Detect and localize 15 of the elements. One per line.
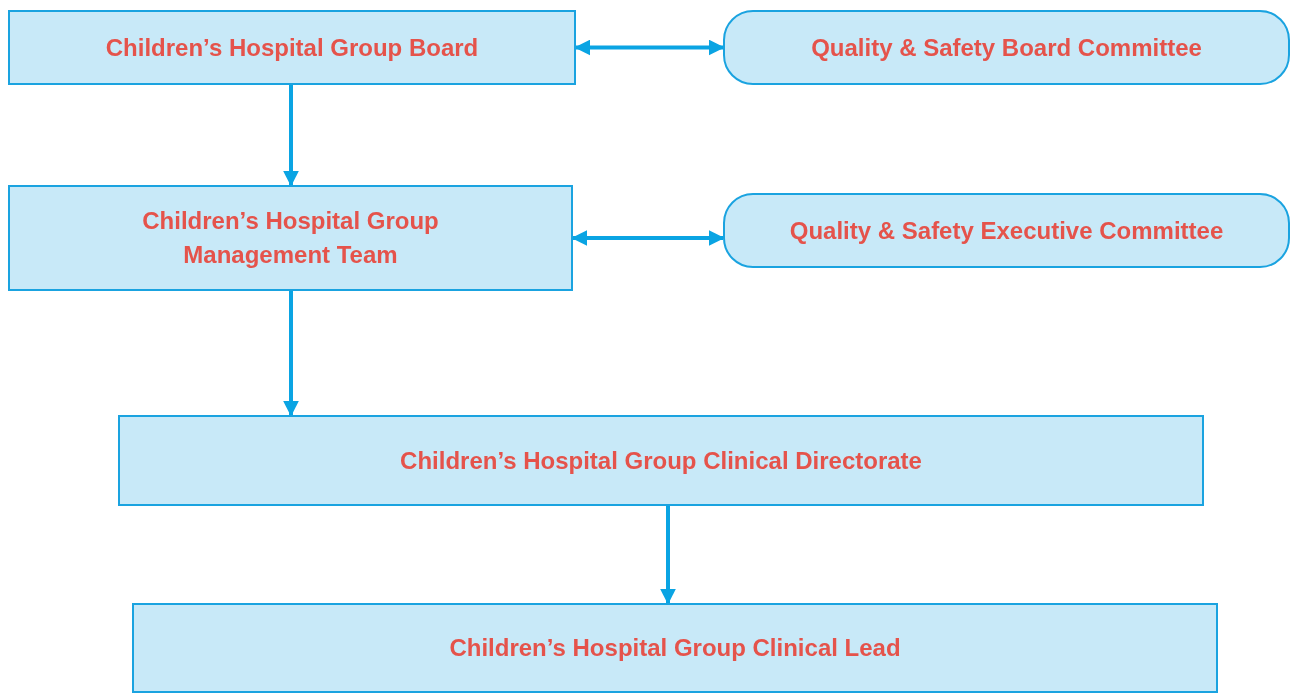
committee-box [723,193,1290,268]
node-label: Quality & Safety Executive Committee [788,215,1225,246]
node-label: Quality & Safety Board Committee [810,32,1203,63]
process-box [132,603,1218,693]
node-label: Children’s Hospital Group Clinical Directorate [399,445,923,476]
arrow [283,291,299,417]
node-label: Children’s Hospital Group Board [104,32,480,63]
committee-box [723,10,1290,85]
process-box [8,10,576,85]
process-box [118,415,1204,506]
process-box [8,185,573,291]
node-label: Children’s Hospital Group Management Team [141,206,440,270]
arrow [660,506,676,605]
node-label: Children’s Hospital Group Clinical Lead [448,633,902,663]
arrow [283,85,299,187]
